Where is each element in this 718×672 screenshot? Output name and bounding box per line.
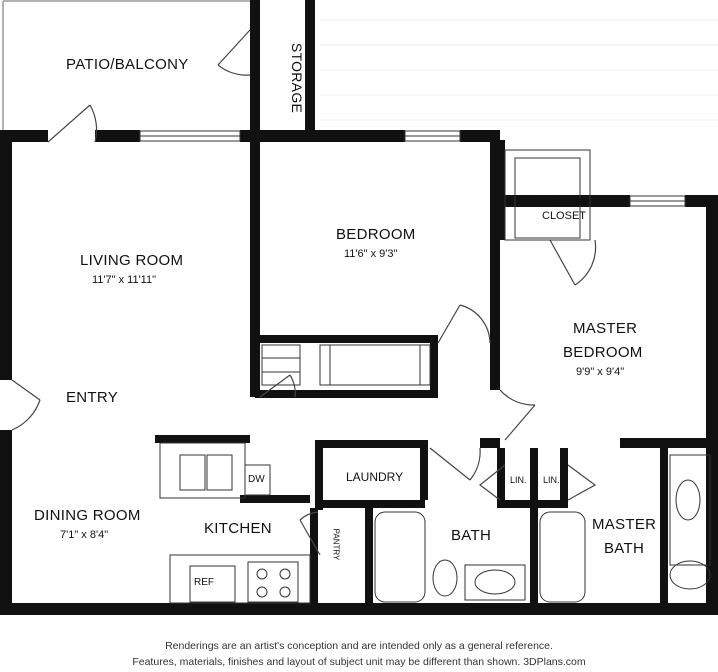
master-bedroom-label-line1: MASTER: [573, 320, 638, 337]
disclaimer-line-1: Renderings are an artist's conception an…: [165, 640, 553, 652]
bedroom-label: BEDROOM: [336, 226, 416, 243]
windows: [139, 130, 686, 207]
patio-label: PATIO/BALCONY: [66, 56, 189, 73]
master-bedroom-dims: 9'9" x 9'4": [576, 366, 625, 378]
kitchen-fixtures: [159, 442, 311, 604]
patio-floor-texture: [320, 19, 718, 121]
master-bath-label-line2: BATH: [604, 540, 645, 557]
laundry-label: LAUNDRY: [346, 470, 404, 484]
kitchen-label: KITCHEN: [204, 520, 272, 537]
storage-label: STORAGE: [289, 42, 306, 114]
pantry-label: PANTRY: [331, 528, 341, 561]
bedroom-dims: 11'6" x 9'3": [344, 248, 398, 260]
entry-label: ENTRY: [66, 389, 119, 406]
bath-label: BATH: [451, 527, 492, 544]
walk-in-closet-label-line2: CLOSET: [542, 210, 587, 222]
dining-room-dims: 7'1" x 8'4": [60, 529, 109, 541]
linen-closet-2-label: LIN.: [543, 475, 560, 485]
patio-outline: [2, 0, 250, 130]
closet-details: [261, 149, 591, 386]
walls: [0, 0, 718, 615]
door-swings: [11, 29, 597, 556]
dining-room-label: DINING ROOM: [34, 507, 141, 524]
disclaimer-line-2: Features, materials, finishes and layout…: [132, 656, 586, 668]
living-room-label: LIVING ROOM: [80, 252, 184, 269]
master-bath-label-line1: MASTER: [592, 516, 657, 533]
dishwasher-label: DW: [248, 474, 265, 485]
bath-fixtures: [374, 454, 711, 603]
master-bedroom-label-line2: BEDROOM: [563, 344, 643, 361]
refrigerator-label: REF: [194, 577, 214, 588]
living-room-dims: 11'7" x 11'11": [92, 274, 156, 286]
walk-in-closet-label-line1: WALK-IN: [536, 196, 582, 208]
linen-closet-1-label: LIN.: [510, 475, 527, 485]
